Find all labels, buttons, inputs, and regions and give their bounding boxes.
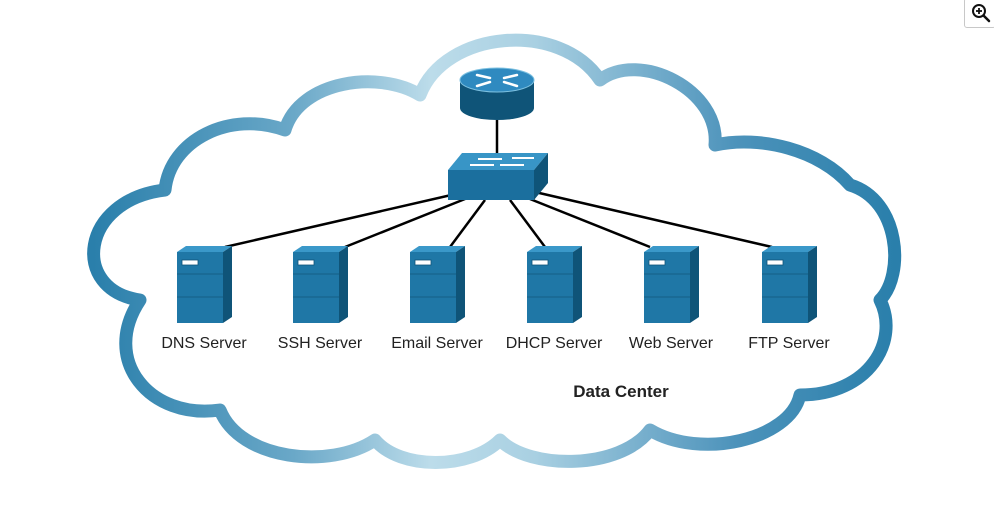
servers-group: DNS Server SSH Server Email Server DHCP Ser…: [161, 246, 830, 352]
link-switch-ftp: [534, 190, 773, 249]
link-switch-email: [448, 199, 487, 248]
zoom-in-button[interactable]: [964, 0, 994, 28]
server-1: SSH Server: [278, 246, 363, 352]
router-icon: [459, 67, 535, 120]
server-label: DNS Server: [161, 335, 247, 352]
link-switch-web: [524, 195, 651, 249]
server-label: DHCP Server: [506, 335, 603, 352]
server-icon: [177, 246, 232, 323]
link-switch-ssh: [344, 195, 471, 249]
zoom-in-icon: [972, 4, 991, 23]
server-icon: [527, 246, 582, 323]
switch-icon: [448, 153, 548, 200]
link-switch-dhcp: [508, 199, 547, 248]
server-label: SSH Server: [278, 335, 363, 352]
server-label: Web Server: [629, 335, 714, 352]
link-switch-dns: [224, 191, 461, 249]
server-label: Email Server: [391, 335, 483, 352]
server-5: FTP Server: [748, 246, 830, 352]
data-center-label: Data Center: [573, 382, 669, 401]
server-0: DNS Server: [161, 246, 247, 352]
server-2: Email Server: [391, 246, 483, 352]
network-links: [224, 120, 773, 249]
server-3: DHCP Server: [506, 246, 603, 352]
server-label: FTP Server: [748, 335, 830, 352]
server-icon: [644, 246, 699, 323]
server-icon: [293, 246, 348, 323]
server-icon: [410, 246, 465, 323]
data-center-cloud: [87, 33, 902, 469]
server-icon: [762, 246, 817, 323]
server-4: Web Server: [629, 246, 714, 352]
